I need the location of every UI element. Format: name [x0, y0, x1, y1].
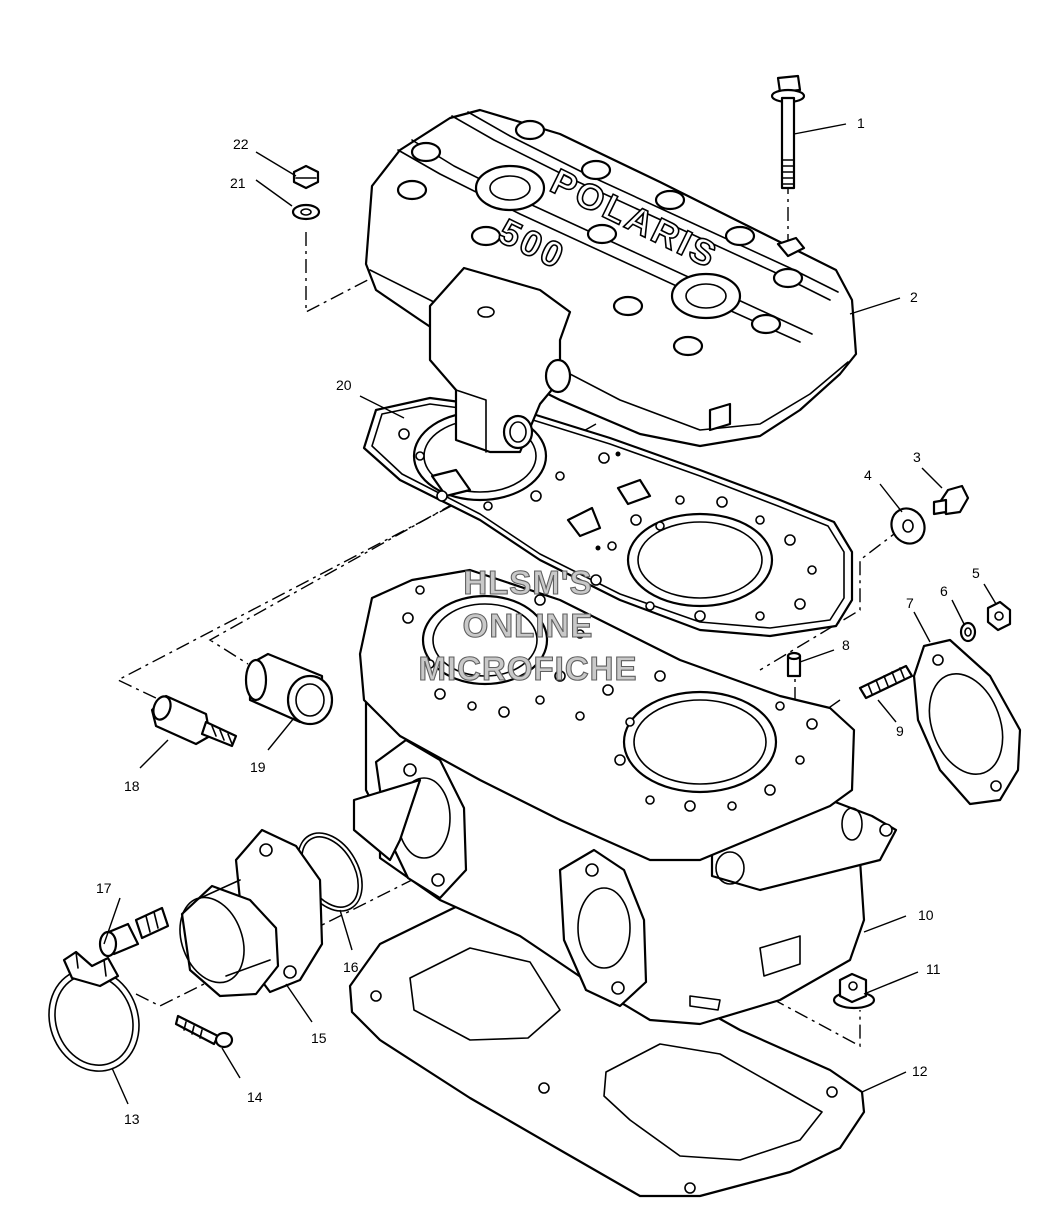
hose-fitting [98, 906, 170, 958]
callout-20: 20 [336, 377, 352, 393]
watermark-line-1: HLSM'S [463, 564, 592, 601]
bleed-screw [292, 164, 320, 190]
watermark: HLSM'S ONLINE MICROFICHE [418, 563, 638, 687]
intake-adapter [179, 828, 324, 998]
callout-14: 14 [247, 1089, 263, 1105]
base-gasket [348, 898, 866, 1198]
callout-labels: 1 2 3 4 5 6 7 8 9 10 11 12 13 14 15 16 1… [96, 115, 980, 1127]
callout-7: 7 [906, 595, 914, 611]
callout-12: 12 [912, 1063, 928, 1079]
head-bolt-bosses [396, 119, 804, 357]
callout-8: 8 [842, 637, 850, 653]
cylinder-head: POLARIS 500 [364, 108, 858, 448]
callout-1: 1 [857, 115, 865, 131]
callout-17: 17 [96, 880, 112, 896]
callout-2: 2 [910, 289, 918, 305]
callout-3: 3 [913, 449, 921, 465]
flat-washer [890, 507, 926, 545]
callout-19: 19 [250, 759, 266, 775]
cylinder-deck [358, 568, 856, 862]
callout-6: 6 [940, 583, 948, 599]
callout-21: 21 [230, 175, 246, 191]
hose-clamp [48, 950, 140, 1072]
head-bolt [770, 74, 806, 258]
callout-5: 5 [972, 565, 980, 581]
lock-washer [959, 621, 977, 643]
callout-10: 10 [918, 907, 934, 923]
sealing-washer [291, 203, 321, 221]
callout-15: 15 [311, 1030, 327, 1046]
callout-11: 11 [926, 961, 941, 977]
callout-16: 16 [343, 959, 359, 975]
leader-lines [103, 123, 997, 1105]
watermark-line-2: ONLINE [463, 607, 594, 644]
callout-4: 4 [864, 467, 872, 483]
exhaust-stud [858, 664, 914, 700]
callout-13: 13 [124, 1111, 140, 1127]
hex-nut [986, 600, 1012, 632]
dowel-pin [786, 651, 802, 678]
flange-nut [832, 972, 876, 1010]
temperature-sensor [150, 694, 238, 748]
callout-18: 18 [124, 778, 140, 794]
cylinder-deck-holes [402, 585, 818, 812]
small-bolt [932, 484, 970, 516]
exhaust-gasket [912, 638, 1022, 806]
thermostat-housing [428, 266, 572, 454]
clamp-screw [174, 1014, 234, 1049]
thermostat [244, 652, 334, 726]
callout-9: 9 [896, 723, 904, 739]
callout-22: 22 [233, 136, 249, 152]
watermark-line-3: MICROFICHE [419, 650, 638, 687]
